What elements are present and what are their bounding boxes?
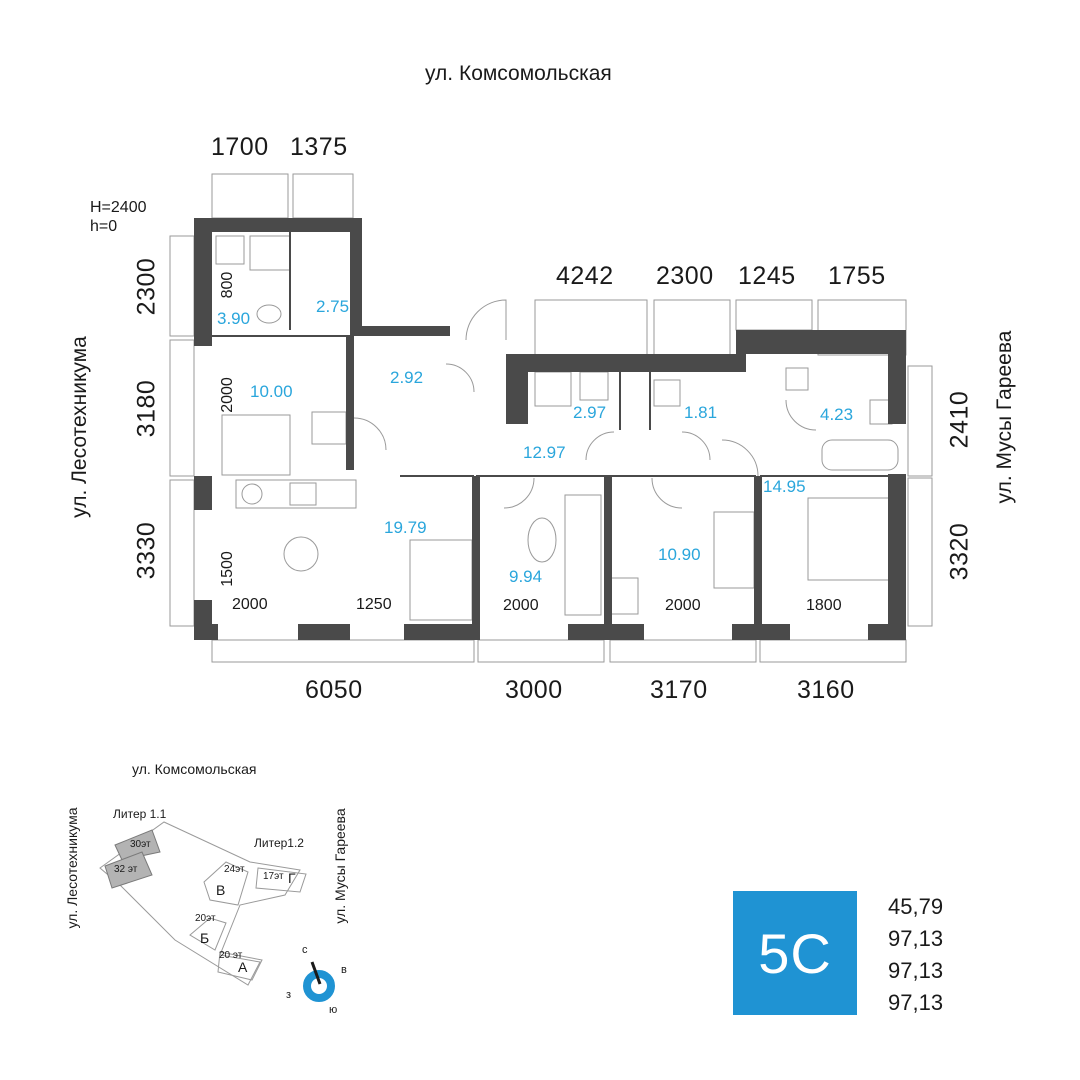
room-area-hall: 12.97 (523, 443, 566, 462)
room-area-wc: 3.90 (217, 309, 251, 328)
keyplan-street-top: ул. Комсомольская (132, 761, 257, 777)
room-area-bedroom-left: 10.00 (250, 382, 293, 401)
dim-top-6: 1755 (828, 262, 886, 290)
dim-bottom-2: 3000 (505, 676, 563, 704)
ceiling-height-note: H=2400 h=0 (90, 198, 147, 236)
dim-top-5: 1245 (738, 262, 796, 290)
apartment-type-badge: 5С (733, 891, 857, 1015)
keyplan-section-g: Г (288, 870, 296, 886)
room-area-bath-mid: 2.97 (573, 403, 607, 422)
compass-west: з (286, 989, 292, 1001)
keyplan-section-b: Б (200, 930, 210, 946)
room-area-wardrobe: 2.75 (316, 297, 350, 316)
dim-inner-1800: 1800 (806, 597, 842, 614)
keyplan-floor-32: 32 эт (114, 864, 138, 875)
dim-inner-2000-b: 2000 (503, 597, 539, 614)
keyplan-litera-1: Литер 1.1 (113, 807, 167, 821)
dim-inner-2000-a: 2000 (232, 596, 268, 613)
ceiling-height: H=2400 (90, 199, 147, 216)
keyplan-street-right: ул. Мусы Гареева (332, 808, 348, 924)
keyplan-section-a: А (238, 959, 248, 975)
keyplan-street-left: ул. Лесотехникума (64, 807, 80, 929)
street-top: ул. Комсомольская (425, 62, 612, 85)
room-area-laundry: 1.81 (684, 403, 718, 422)
floor-height: h=0 (90, 218, 118, 235)
room-area-storage: 2.92 (390, 368, 424, 387)
dim-top-1: 1700 (211, 133, 269, 161)
dim-top-4: 2300 (656, 262, 714, 290)
room-area-kitchen-living: 19.79 (384, 518, 427, 537)
apartment-value-4: 97,13 (888, 990, 944, 1015)
dim-inner-1250: 1250 (356, 596, 392, 613)
room-area-room-right: 10.90 (658, 545, 701, 564)
apartment-value-3: 97,13 (888, 958, 944, 983)
room-area-bath-right: 4.23 (820, 405, 854, 424)
apartment-value-1: 45,79 (888, 894, 944, 919)
dim-bottom-1: 6050 (305, 676, 363, 704)
keyplan-litera-2: Литер1.2 (254, 836, 304, 850)
dim-bottom-4: 3160 (797, 676, 855, 704)
compass-south: ю (329, 1004, 338, 1016)
dim-top-3: 4242 (556, 262, 614, 290)
keyplan-floor-30: 30эт (130, 839, 151, 850)
apartment-value-2: 97,13 (888, 926, 944, 951)
keyplan-floor-20a: 20эт (195, 913, 216, 924)
keyplan-floor-20b: 20 эт (219, 950, 243, 961)
dim-top-2: 1375 (290, 133, 348, 161)
keyplan-section-v: В (216, 882, 226, 898)
keyplan-floor-24: 24эт (224, 864, 245, 875)
room-area-corridor: 14.95 (763, 477, 806, 496)
dim-bottom-3: 3170 (650, 676, 708, 704)
compass-east: в (341, 964, 347, 976)
room-area-room-mid: 9.94 (509, 567, 543, 586)
keyplan-floor-17: 17эт (263, 871, 284, 882)
dim-inner-2000-c: 2000 (665, 597, 701, 614)
compass-north: с (302, 944, 308, 956)
